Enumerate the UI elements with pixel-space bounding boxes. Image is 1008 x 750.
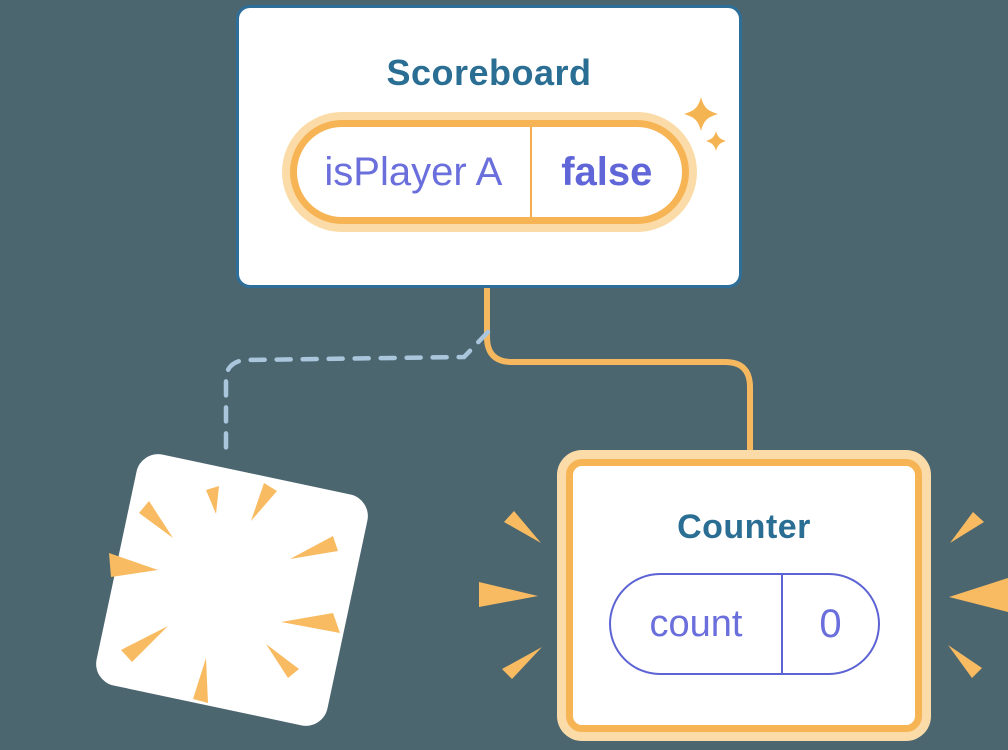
state-value: false	[561, 149, 653, 194]
scoreboard-card: Scoreboard isPlayer A false	[236, 5, 742, 288]
state-value-cell: false	[532, 127, 681, 217]
scoreboard-title: Scoreboard	[386, 52, 592, 93]
state-label: isPlayer A	[324, 149, 503, 194]
emphasis-burst-right-icon	[948, 512, 1008, 678]
counter-card: Counter count 0	[566, 459, 922, 732]
state-label-cell: isPlayer A	[297, 127, 533, 217]
connector-line-scoreboard-to-counter	[484, 281, 753, 459]
connector-line-dashed-removed	[223, 329, 491, 459]
destroyed-card	[96, 454, 368, 726]
counter-state-pill: count 0	[608, 573, 880, 675]
counter-title: Counter	[677, 508, 811, 546]
state-value-cell: 0	[783, 575, 877, 673]
burst-icon	[109, 483, 340, 703]
state-value: 0	[819, 601, 842, 646]
state-label: count	[649, 602, 743, 645]
emphasis-burst-left-icon	[479, 511, 542, 679]
scoreboard-state-pill: isPlayer A false	[289, 120, 689, 224]
state-label-cell: count	[611, 575, 784, 673]
